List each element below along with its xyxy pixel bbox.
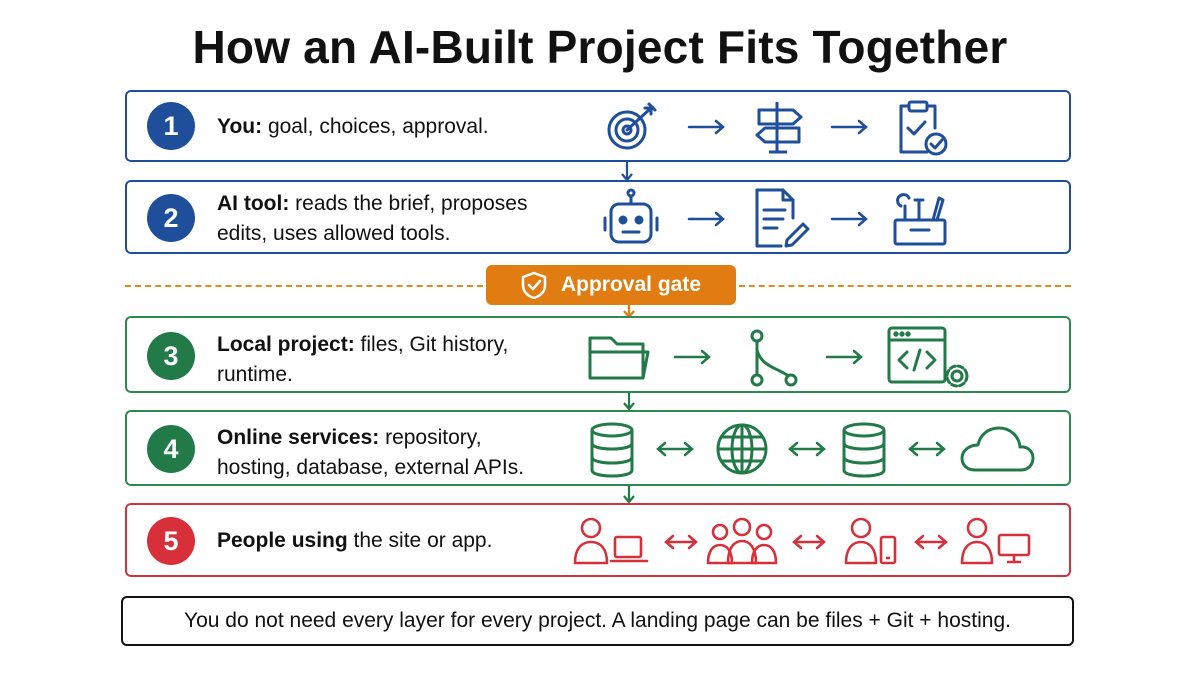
group-icon [706,517,778,565]
arrow-right-icon [830,211,868,227]
clipboard-check-icon [899,100,948,156]
double-arrow-icon [656,441,694,457]
layer-online-services: 4 Online services: repository, hosting, … [125,410,1071,486]
git-branch-icon [750,329,798,387]
double-arrow-icon [664,534,698,550]
signpost-icon [755,102,803,154]
globe-icon [716,423,768,475]
page-title: How an AI-Built Project Fits Together [192,21,1008,73]
connector-arrow [623,393,635,411]
approval-gate-divider-right [739,285,1071,287]
cloud-icon [960,426,1035,472]
person-laptop-icon [573,517,649,565]
double-arrow-icon [788,441,826,457]
layer-label: You: [217,115,263,138]
person-phone-icon [844,517,897,565]
layer-label: People using [217,529,348,552]
double-arrow-icon [792,534,826,550]
arrow-right-icon [825,349,863,365]
layer-text-line2: hosting, database, external APIs. [217,456,525,479]
connector-arrow [623,486,635,504]
layer-text: repository, [379,426,482,449]
layer-number-badge: 5 [147,517,195,565]
layer-you: 1 You: goal, choices, approval. [125,90,1071,162]
shield-check-icon [521,271,547,299]
layer-text: files, Git history, [354,333,509,356]
layer-text-line2: edits, uses allowed tools. [217,222,451,245]
layer-number-badge: 4 [147,425,195,473]
folder-icon [588,336,650,380]
layer-text: the site or app. [347,529,493,552]
double-arrow-icon [914,534,948,550]
layer-number-badge: 3 [147,332,195,380]
arrow-right-icon [687,119,725,135]
person-monitor-icon [960,517,1031,565]
target-icon [607,102,657,150]
layer-number-badge: 1 [147,102,195,150]
layer-text: goal, choices, approval. [262,115,489,138]
database-icon [842,422,886,478]
approval-gate-label: Approval gate [560,273,702,296]
layer-label: AI tool: [217,192,290,215]
arrow-right-icon [673,349,711,365]
layer-ai-tool: 2 AI tool: reads the brief, proposes edi… [125,180,1071,254]
arrow-right-icon [687,211,725,227]
layer-description: People using the site or app. [217,526,492,556]
layer-label: Online services: [217,426,380,449]
database-icon [590,422,634,478]
layer-label: Local project: [217,333,355,356]
footer-note: You do not need every layer for every pr… [121,596,1074,646]
toolbox-icon [893,193,947,246]
layer-text: reads the brief, proposes [289,192,528,215]
layer-number-badge: 2 [147,194,195,242]
layer-people: 5 People using the site or app. [125,503,1071,577]
layer-description: Online services: repository, hosting, da… [217,423,524,483]
arrow-right-icon [830,119,868,135]
layer-local-project: 3 Local project: files, Git history, run… [125,316,1071,393]
layer-description: Local project: files, Git history, runti… [217,330,508,390]
layer-text-line2: runtime. [217,363,293,386]
approval-gate-divider-left [125,285,483,287]
approval-gate: Approval gate [486,265,736,305]
connector-arrow [621,162,633,182]
document-edit-icon [755,188,810,248]
robot-icon [603,188,659,244]
layer-description: You: goal, choices, approval. [217,112,489,142]
code-window-gear-icon [887,326,969,388]
double-arrow-icon [908,441,946,457]
layer-description: AI tool: reads the brief, proposes edits… [217,189,527,249]
